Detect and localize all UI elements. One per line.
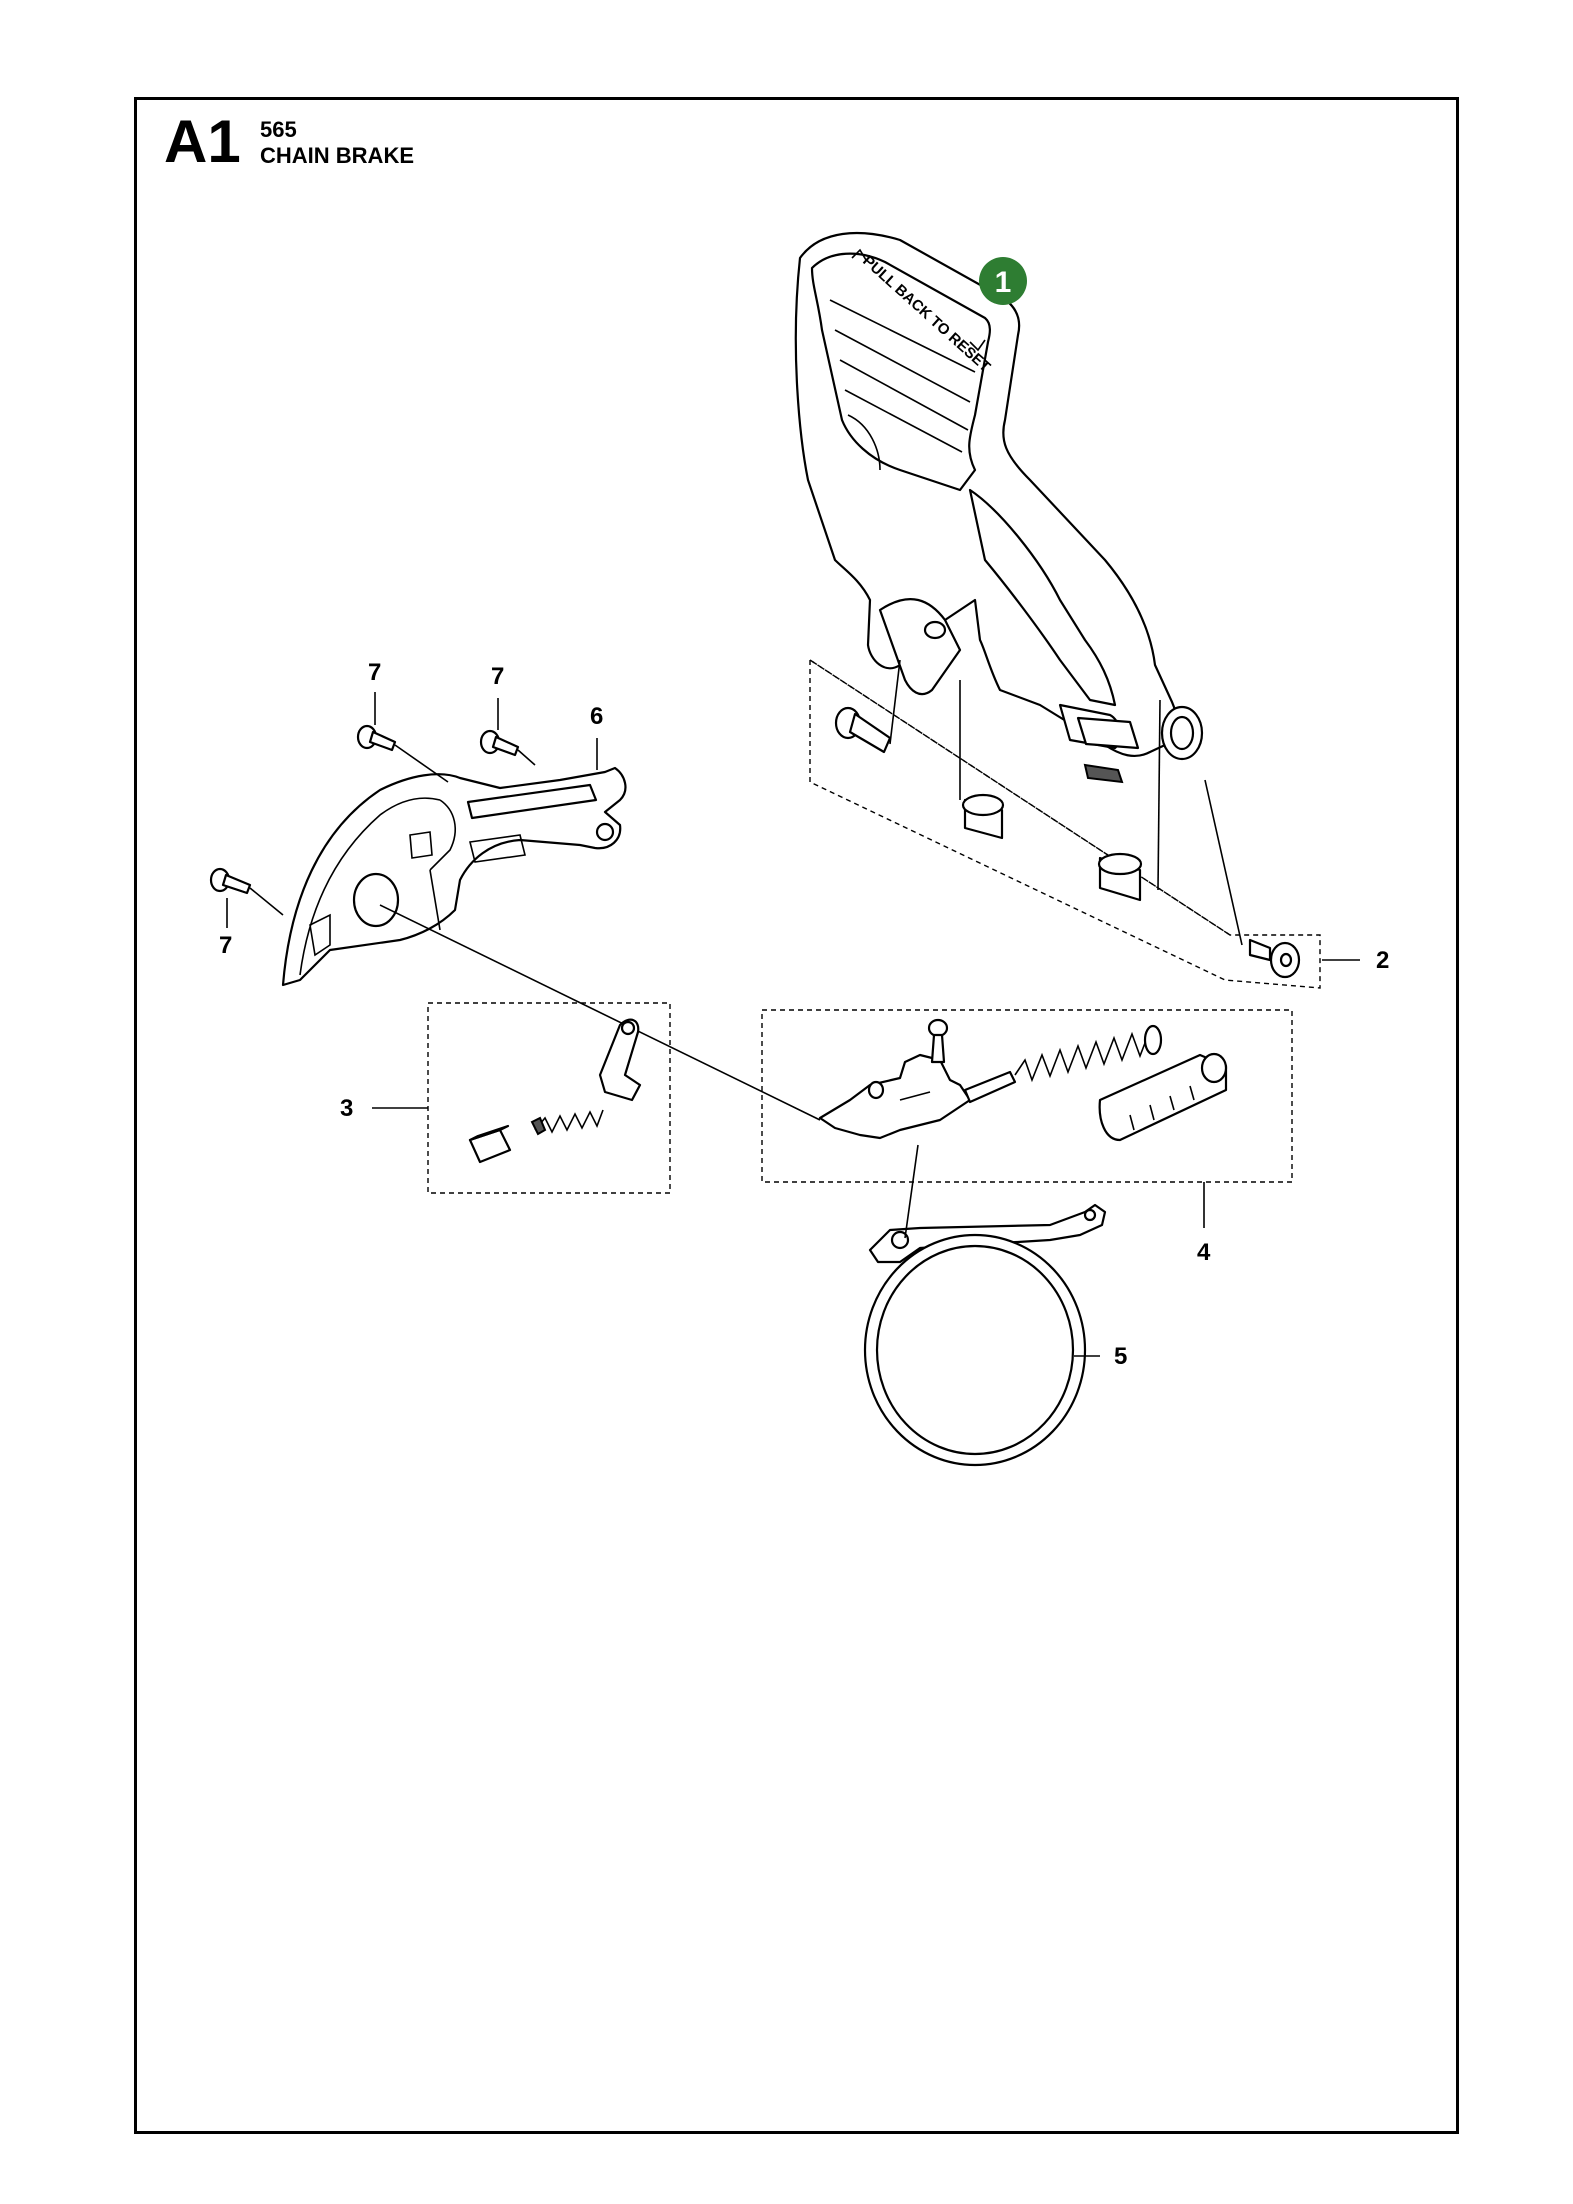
svg-text:5: 5 [1114, 1343, 1127, 1370]
callout-5: 5 [1074, 1343, 1127, 1370]
lever-screw-part[interactable] [927, 1018, 949, 1064]
badge-number: 1 [995, 266, 1012, 299]
callout-2: 2 [1322, 947, 1389, 974]
svg-text:7: 7 [368, 659, 381, 686]
pivot-pin-part[interactable] [834, 659, 901, 754]
brake-cover-part[interactable] [281, 766, 627, 987]
highlight-badge[interactable]: 1 [979, 257, 1027, 305]
callout-4: 4 [1197, 1182, 1211, 1266]
drawing-frame [134, 97, 1459, 2134]
rubber-damper-part[interactable] [468, 1124, 512, 1164]
svg-text:4: 4 [1197, 1239, 1211, 1266]
svg-text:6: 6 [590, 703, 603, 730]
svg-text:3: 3 [340, 1095, 353, 1122]
svg-text:7: 7 [219, 932, 232, 959]
page-title: CHAIN BRAKE [260, 143, 414, 168]
screw-part[interactable] [479, 729, 536, 766]
assembly-leader-line [379, 904, 821, 1121]
screw-part[interactable] [356, 724, 449, 783]
hand-guard-part[interactable]: PULL BACK TO RESET [794, 231, 1204, 784]
brake-band-part[interactable] [863, 1144, 1107, 1467]
svg-text:2: 2 [1376, 947, 1389, 974]
brake-spring-part[interactable] [1014, 1024, 1163, 1083]
bushing-part[interactable] [1097, 699, 1161, 902]
part-2-group-outline [809, 658, 1321, 989]
callout-6: 6 [590, 703, 603, 770]
screw-part[interactable] [209, 867, 284, 916]
brake-lever-part[interactable] [818, 1053, 972, 1140]
callout-7b: 7 [491, 663, 504, 730]
bolt-part[interactable] [1204, 779, 1301, 979]
callout-3: 3 [340, 1095, 428, 1122]
spring-pin-part[interactable] [963, 1070, 1017, 1104]
spring-cover-part[interactable] [1098, 1052, 1228, 1142]
svg-text:7: 7 [491, 663, 504, 690]
bushing-part[interactable] [959, 680, 1005, 840]
latch-spring-part[interactable] [530, 1109, 604, 1136]
callout-7c: 7 [219, 898, 232, 959]
part-4-group-outline [761, 1009, 1293, 1183]
model-number: 565 [260, 117, 297, 142]
callout-7a: 7 [368, 659, 381, 725]
brake-latch-part[interactable] [598, 1018, 642, 1102]
part-3-group-outline [427, 1002, 671, 1194]
section-code: A1 [164, 108, 241, 175]
part-2-group-outline-edge [809, 659, 1231, 936]
